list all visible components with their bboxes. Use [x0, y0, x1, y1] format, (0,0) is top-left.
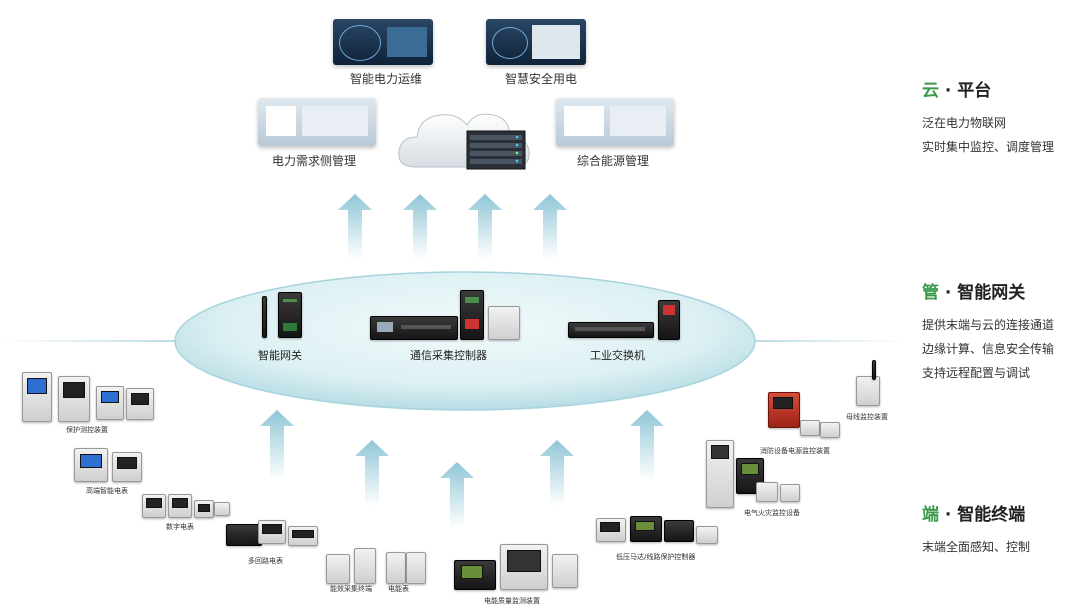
left-connector-line — [0, 340, 190, 342]
legend-pipe-line-3: 支持远程配置与调试 — [922, 366, 1031, 380]
terminal-label-3: 数字电表 — [166, 523, 194, 531]
gateway-ellipse — [174, 271, 756, 411]
up-arrow-icon — [338, 194, 372, 260]
power-quality-device-1 — [454, 560, 496, 590]
busbar-antenna-icon — [872, 360, 876, 380]
comm-controller-rack — [460, 290, 484, 340]
power-quality-device-3 — [552, 554, 578, 588]
demand-side-screen — [258, 98, 376, 146]
legend-cloud-heading: · 平台 — [939, 81, 992, 101]
gateway-antenna-icon — [262, 296, 267, 338]
multi-circuit-meter-1 — [226, 524, 262, 546]
smart-gateway-device — [278, 292, 302, 338]
motor-protector-1 — [596, 518, 626, 542]
legend-cloud-line-2: 实时集中监控、调度管理 — [922, 140, 1055, 154]
fire-power-monitor-2 — [800, 420, 820, 436]
smart-meter-2 — [112, 452, 142, 482]
motor-protector-2 — [630, 516, 662, 542]
terminal-label-6: 电能表 — [388, 585, 409, 593]
fire-monitor-2 — [756, 482, 778, 502]
legend-cloud-title: 云 · 平台 — [922, 76, 991, 101]
motor-protector-3 — [664, 520, 694, 542]
terminal-label-11: 母线监控装置 — [846, 413, 888, 421]
digital-meter-2 — [168, 494, 192, 518]
power-ops-screen — [333, 19, 433, 65]
fire-monitor-3 — [780, 484, 800, 502]
energy-meter-2 — [406, 552, 426, 584]
up-arrow-icon — [630, 410, 664, 480]
terminal-label-1: 保护测控装置 — [66, 426, 108, 434]
terminal-label-9: 电气火灾监控设备 — [744, 509, 800, 517]
terminal-label-10: 消防设备电源监控装置 — [760, 447, 830, 455]
efficiency-terminal-2 — [354, 548, 376, 584]
power-quality-device-2 — [500, 544, 548, 590]
digital-meter-3 — [194, 500, 214, 518]
fire-monitor-kiosk — [706, 440, 734, 508]
up-arrow-icon — [260, 410, 294, 480]
multi-circuit-meter-2 — [258, 520, 286, 544]
cloud-server-icon — [398, 113, 530, 170]
legend-edge-accent: 端 — [922, 505, 939, 525]
gateway-label-3: 工业交换机 — [590, 349, 645, 362]
protection-relay-4 — [126, 388, 154, 420]
digital-meter-1 — [142, 494, 166, 518]
fire-power-monitor-3 — [820, 422, 840, 438]
terminal-label-2: 高端智能电表 — [86, 487, 128, 495]
up-arrow-icon — [533, 194, 567, 260]
protection-relay-2 — [58, 376, 90, 422]
terminal-label-8: 低压马达/线路保护控制器 — [616, 553, 696, 561]
legend-pipe-accent: 管 — [922, 283, 939, 303]
up-arrow-icon — [540, 440, 574, 506]
motor-protector-4 — [696, 526, 718, 544]
gateway-label-1: 智能网关 — [258, 349, 302, 362]
cloud-side-label-1: 电力需求侧管理 — [272, 154, 357, 168]
energy-meter-1 — [386, 552, 406, 584]
comm-controller-module — [488, 306, 520, 340]
legend-cloud-line-1: 泛在电力物联网 — [922, 116, 1007, 130]
cloud-top-label-2: 智慧安全用电 — [505, 72, 578, 86]
legend-edge-line-1: 末端全面感知、控制 — [922, 540, 1031, 554]
busbar-monitor-device — [856, 376, 880, 406]
terminal-label-7: 电能质量监测装置 — [484, 597, 540, 605]
industrial-switch-unit — [658, 300, 680, 340]
up-arrow-icon — [355, 440, 389, 506]
safe-power-screen — [486, 19, 586, 65]
industrial-switch-device — [568, 322, 654, 338]
legend-pipe-line-1: 提供末端与云的连接通道 — [922, 318, 1055, 332]
legend-edge-heading: · 智能终端 — [939, 505, 1026, 525]
fire-power-monitor-1 — [768, 392, 800, 428]
up-arrow-icon — [468, 194, 502, 260]
terminal-label-4: 多回路电表 — [248, 557, 283, 565]
efficiency-terminal-1 — [326, 554, 350, 584]
up-arrow-icon — [440, 462, 474, 528]
legend-pipe-line-2: 边缘计算、信息安全传输 — [922, 342, 1055, 356]
right-connector-line — [745, 340, 905, 342]
up-arrow-icon — [403, 194, 437, 260]
legend-cloud-accent: 云 — [922, 81, 939, 101]
cloud-top-label-1: 智能电力运维 — [350, 72, 423, 86]
smart-meter-1 — [74, 448, 108, 482]
cloud-side-label-2: 综合能源管理 — [577, 154, 650, 168]
legend-pipe-heading: · 智能网关 — [939, 283, 1026, 303]
comm-controller-device — [370, 316, 458, 340]
legend-edge-title: 端 · 智能终端 — [922, 500, 1025, 525]
protection-relay-1 — [22, 372, 52, 422]
protection-relay-3 — [96, 386, 124, 420]
digital-meter-4 — [214, 502, 230, 516]
gateway-label-2: 通信采集控制器 — [410, 349, 487, 362]
energy-mgmt-screen — [556, 98, 674, 146]
multi-circuit-meter-3 — [288, 526, 318, 546]
terminal-label-5: 能效采集终端 — [330, 585, 372, 593]
legend-pipe-title: 管 · 智能网关 — [922, 278, 1025, 303]
